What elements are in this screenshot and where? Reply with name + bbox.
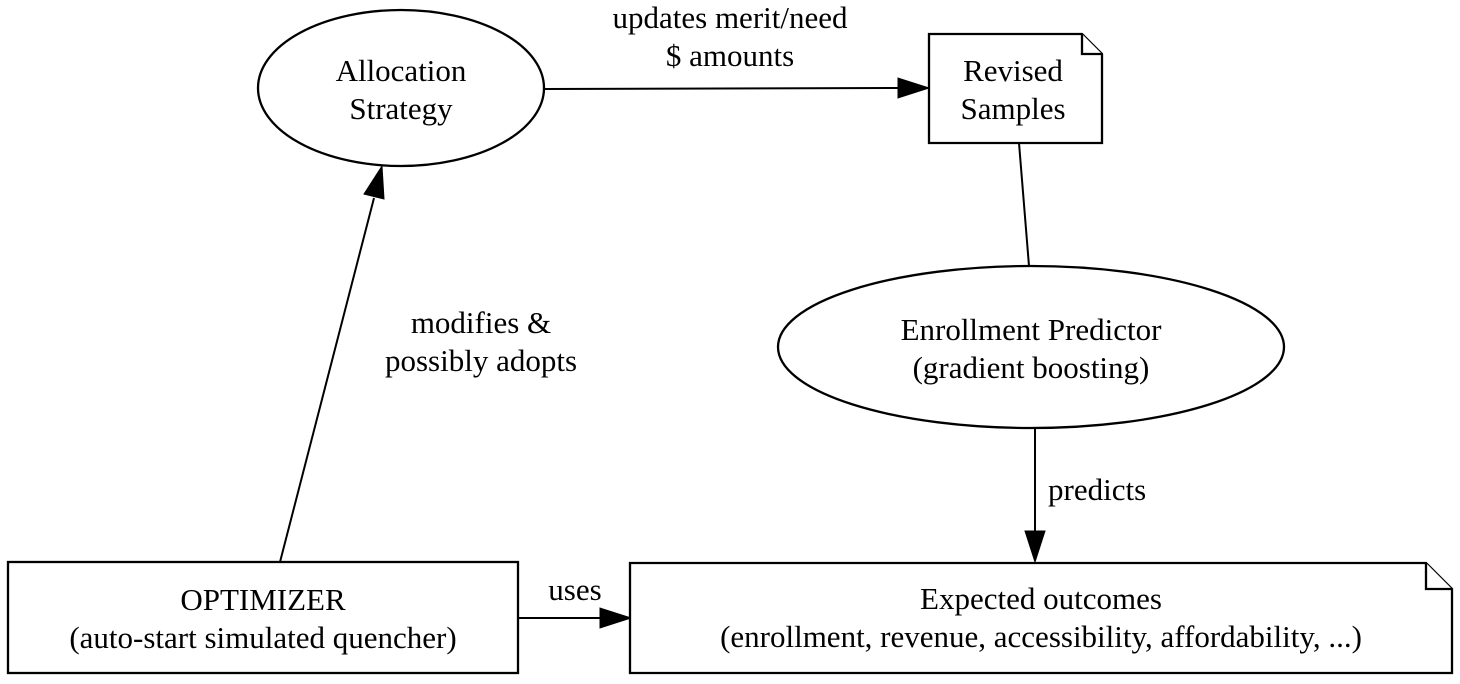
node-enrollment-predictor-line2: (gradient boosting) xyxy=(913,350,1150,385)
edge-label-modifies-line2: possibly adopts xyxy=(385,343,577,378)
edge-samples-to-predictor xyxy=(1018,142,1030,267)
node-revised-samples: Revised Samples xyxy=(927,32,1104,145)
node-expected-outcomes-line1: Expected outcomes xyxy=(920,581,1162,616)
edge-label-updates-line2: $ amounts xyxy=(666,38,794,73)
node-optimizer-line2: (auto-start simulated quencher) xyxy=(69,620,456,655)
edge-label-uses: uses xyxy=(548,572,601,607)
edge-updates: updates merit/need $ amounts xyxy=(544,0,931,99)
node-revised-samples-line1: Revised xyxy=(963,53,1063,88)
edge-label-updates-line1: updates merit/need xyxy=(613,0,848,35)
edge-label-predicts: predicts xyxy=(1048,472,1146,507)
edge-uses: uses xyxy=(518,572,633,629)
node-expected-outcomes-line2: (enrollment, revenue, accessibility, aff… xyxy=(720,619,1362,654)
node-allocation-strategy: Allocation Strategy xyxy=(256,8,546,168)
note-fold-revised-samples xyxy=(1080,34,1102,56)
node-allocation-strategy-line1: Allocation xyxy=(336,53,467,88)
node-enrollment-predictor: Enrollment Predictor (gradient boosting) xyxy=(776,264,1286,430)
node-optimizer: OPTIMIZER (auto-start simulated quencher… xyxy=(6,560,520,675)
node-optimizer-line1: OPTIMIZER xyxy=(180,582,346,617)
note-fold-expected-outcomes xyxy=(1424,563,1452,591)
edge-label-modifies-line1: modifies & xyxy=(411,305,551,340)
edge-predicts: predicts xyxy=(1024,428,1146,564)
arrowhead-updates xyxy=(897,77,931,99)
arrowhead-modifies xyxy=(363,164,385,200)
node-allocation-strategy-line2: Strategy xyxy=(349,91,453,126)
node-revised-samples-line2: Samples xyxy=(960,91,1065,126)
arrowhead-predicts xyxy=(1024,530,1046,564)
arrowhead-uses xyxy=(599,607,633,629)
edge-modifies: modifies & possibly adopts xyxy=(279,164,577,563)
node-expected-outcomes: Expected outcomes (enrollment, revenue, … xyxy=(628,561,1454,675)
node-enrollment-predictor-line1: Enrollment Predictor xyxy=(901,312,1163,347)
